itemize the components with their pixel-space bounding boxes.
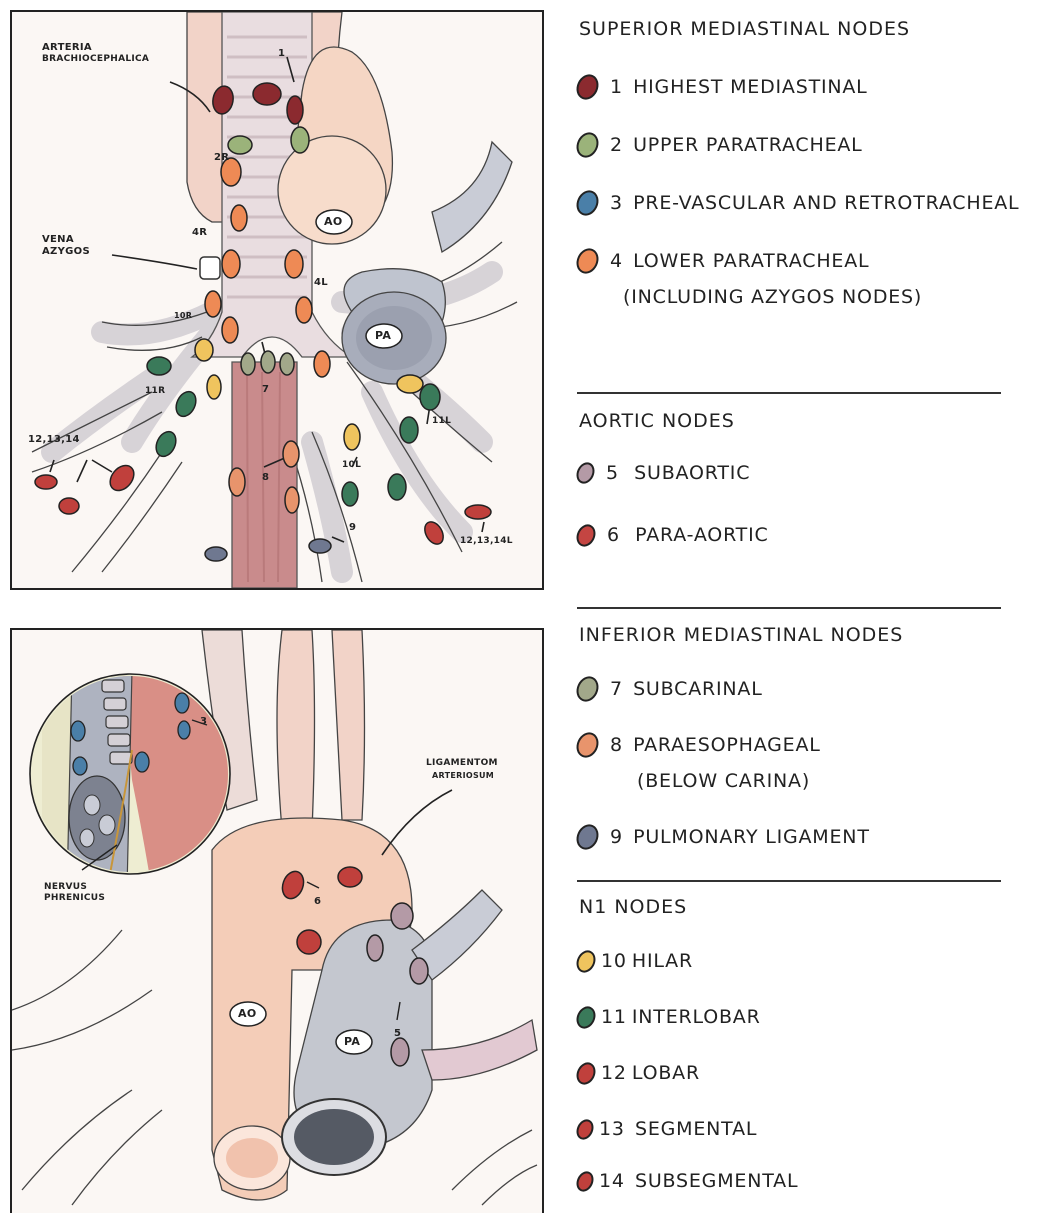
legend-item-10: 10 HILAR	[575, 944, 693, 978]
node-color-swatch	[572, 821, 602, 853]
legend-item-11: 11 INTERLOBAR	[575, 1000, 761, 1034]
legend-item-label: PRE-VASCULAR AND RETROTRACHEAL	[633, 192, 1019, 214]
arteriosum-label: ARTERIOSUM	[432, 770, 494, 781]
legend-item-num: 4	[610, 250, 623, 272]
node-color-swatch	[573, 1059, 599, 1087]
legend-item-label: HILAR	[632, 950, 693, 972]
node-color-swatch	[573, 1003, 599, 1031]
legend-item-label: LOWER PARATRACHEAL	[633, 250, 869, 272]
legend-item-num: 14	[599, 1170, 625, 1192]
phrenicus-label: PHRENICUS	[44, 893, 105, 904]
node-color-swatch	[572, 71, 602, 103]
legend-item-4-sub: (INCLUDING AZYGOS NODES)	[623, 286, 922, 308]
legend-item-8: 8 PARAESOPHAGEAL	[575, 728, 821, 762]
node-7-marker: 7	[262, 384, 269, 395]
node-12-14-marker: 12,13,14	[28, 434, 80, 445]
node-legend: SUPERIOR MEDIASTINAL NODES 1 HIGHEST MED…	[575, 0, 1057, 1211]
superior-section-title: SUPERIOR MEDIASTINAL NODES	[579, 18, 910, 40]
node-1-marker: 1	[278, 48, 285, 59]
section-divider	[577, 392, 1001, 394]
aorta-label: AO	[324, 216, 342, 227]
legend-item-label: SUBSEGMENTAL	[635, 1170, 798, 1192]
section-divider	[577, 880, 1001, 882]
node-color-swatch	[573, 1168, 596, 1194]
node-color-swatch	[573, 947, 599, 975]
legend-item-5: 5 SUBAORTIC	[575, 456, 750, 490]
node-6-marker: 6	[314, 896, 321, 907]
node-8-marker: 8	[262, 472, 269, 483]
mediastinal-nodes-diagram: ARTERIA BRACHIOCEPHALICA VENA AZYGOS AO …	[10, 10, 544, 590]
legend-item-label: SUBAORTIC	[634, 462, 750, 484]
node-4l-marker: 4L	[314, 277, 328, 288]
legend-item-14: 14 SUBSEGMENTAL	[575, 1164, 798, 1198]
node-color-swatch	[573, 521, 599, 549]
node-10l-marker: 10L	[342, 460, 361, 471]
node-9-marker: 9	[349, 522, 356, 533]
legend-item-8-sub: (BELOW CARINA)	[637, 770, 810, 792]
node-color-swatch	[572, 673, 602, 705]
legend-item-num: 12	[601, 1062, 627, 1084]
legend-item-num: 2	[610, 134, 623, 156]
node-11l-marker: 11L	[432, 416, 451, 427]
node-3-marker: 3	[200, 716, 207, 727]
legend-item-label: SEGMENTAL	[635, 1118, 757, 1140]
legend-item-6: 6 PARA-AORTIC	[575, 518, 769, 552]
node-color-swatch	[573, 1116, 596, 1142]
bottom-anatomy-drawing	[12, 630, 542, 1213]
azygos-label: AZYGOS	[42, 246, 90, 257]
nervus-label: NERVUS	[44, 882, 87, 893]
legend-item-9: 9 PULMONARY LIGAMENT	[575, 820, 870, 854]
node-color-swatch	[573, 459, 598, 486]
node-color-swatch	[572, 729, 602, 761]
node-5-marker: 5	[394, 1028, 401, 1039]
legend-item-num: 11	[601, 1006, 627, 1028]
legend-item-label: PARA-AORTIC	[635, 524, 768, 546]
section-divider	[577, 607, 1001, 609]
legend-item-label: INTERLOBAR	[632, 1006, 761, 1028]
legend-item-num: 5	[606, 462, 619, 484]
brachiocephalica-label: BRACHIOCEPHALICA	[42, 54, 149, 65]
node-12-14l-marker: 12,13,14L	[460, 536, 513, 547]
pulmonary-artery-label: PA	[375, 330, 391, 341]
legend-item-label: LOBAR	[632, 1062, 700, 1084]
node-4r-marker: 4R	[192, 227, 207, 238]
node-10r-marker: 10R	[174, 310, 192, 321]
legend-item-num: 8	[610, 734, 623, 756]
legend-item-label: PARAESOPHAGEAL	[633, 734, 821, 756]
legend-item-num: 6	[607, 524, 620, 546]
legend-item-num: 1	[610, 76, 623, 98]
n1-section-title: N1 NODES	[579, 896, 687, 918]
top-anatomy-drawing	[12, 12, 542, 588]
legend-item-num: 10	[601, 950, 627, 972]
vena-label: VENA	[42, 234, 74, 245]
legend-item-7: 7 SUBCARINAL	[575, 672, 763, 706]
legend-item-1: 1 HIGHEST MEDIASTINAL	[575, 70, 868, 104]
node-color-swatch	[572, 129, 602, 161]
legend-item-label: UPPER PARATRACHEAL	[633, 134, 863, 156]
ligamentom-label: LIGAMENTOM	[426, 758, 498, 769]
aortic-section-title: AORTIC NODES	[579, 410, 735, 432]
legend-item-label: PULMONARY LIGAMENT	[633, 826, 870, 848]
node-color-swatch	[572, 245, 602, 277]
pulmonary-artery-label-bottom: PA	[344, 1036, 360, 1047]
legend-item-num: 7	[610, 678, 623, 700]
legend-item-label: SUBCARINAL	[633, 678, 763, 700]
legend-item-12: 12 LOBAR	[575, 1056, 700, 1090]
legend-item-4: 4 LOWER PARATRACHEAL	[575, 244, 869, 278]
aorta-label-bottom: AO	[238, 1008, 256, 1019]
inferior-section-title: INFERIOR MEDIASTINAL NODES	[579, 624, 903, 646]
legend-item-label: HIGHEST MEDIASTINAL	[633, 76, 868, 98]
node-2r-marker: 2R	[214, 152, 229, 163]
legend-item-3: 3 PRE-VASCULAR AND RETROTRACHEAL	[575, 186, 1019, 220]
legend-item-2: 2 UPPER PARATRACHEAL	[575, 128, 863, 162]
legend-item-13: 13 SEGMENTAL	[575, 1112, 757, 1146]
legend-item-num: 9	[610, 826, 623, 848]
node-color-swatch	[572, 187, 602, 219]
arteria-label: ARTERIA	[42, 42, 92, 53]
legend-item-num: 3	[610, 192, 623, 214]
node-11r-marker: 11R	[145, 386, 165, 397]
aortic-nodes-diagram: LIGAMENTOM ARTERIOSUM NERVUS PHRENICUS 3…	[10, 628, 544, 1213]
legend-item-num: 13	[599, 1118, 625, 1140]
